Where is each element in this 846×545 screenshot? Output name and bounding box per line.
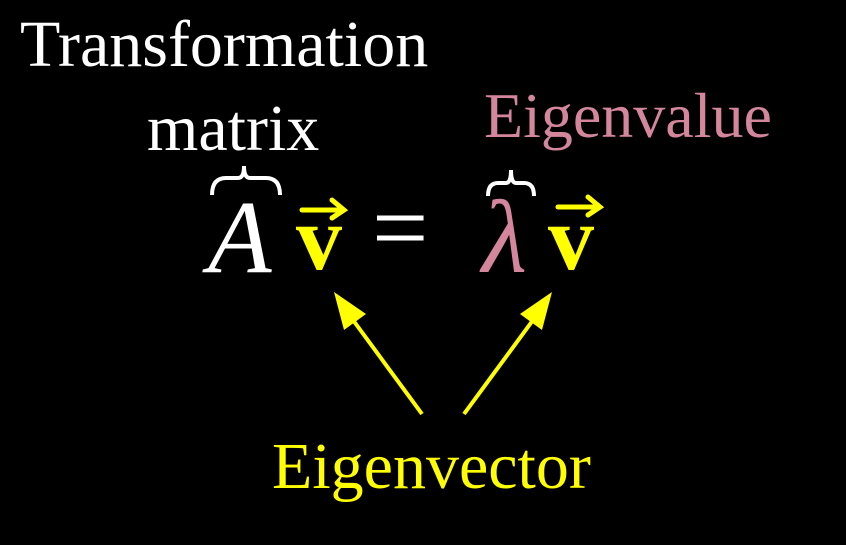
vector-symbol-left: v	[296, 187, 342, 289]
eigenvalue-label: Eigenvalue	[484, 80, 772, 151]
overbrace-matrix	[210, 165, 282, 196]
matrix-label: matrix	[147, 92, 320, 165]
overbrace-lambda	[486, 169, 536, 197]
matrix-symbol: A	[208, 180, 272, 295]
eigenvector-pointer-left	[334, 292, 424, 416]
vector-arrow-left	[299, 197, 349, 221]
transformation-label: Transformation	[20, 8, 429, 81]
lambda-symbol: λ	[482, 180, 528, 295]
vector-arrow-right	[555, 194, 605, 218]
eigenvector-label: Eigenvector	[272, 430, 591, 503]
eigenvector-pointer-right	[462, 292, 552, 416]
equals-sign: =	[372, 172, 429, 283]
